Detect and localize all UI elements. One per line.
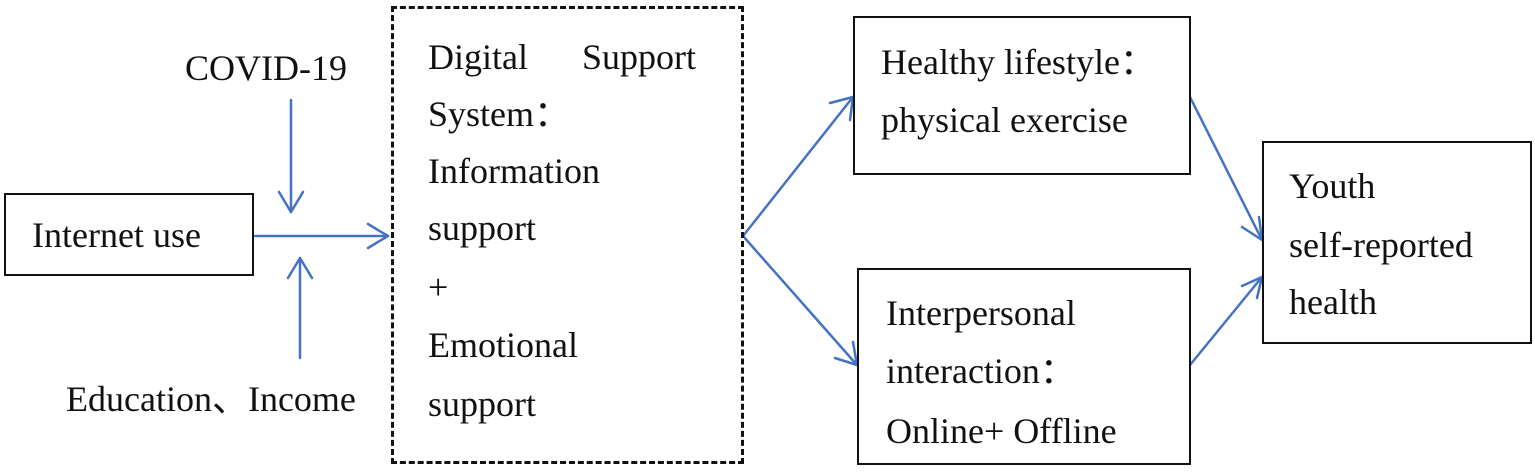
interpersonal-line-2: interaction： bbox=[886, 351, 1076, 391]
healthy-lifestyle-line-2: physical exercise bbox=[881, 100, 1128, 140]
youth-health-line-3: health bbox=[1289, 282, 1377, 322]
digital-support-line-3: Information bbox=[428, 151, 600, 191]
digital-support-line-6: Emotional bbox=[428, 325, 578, 365]
interpersonal-box: Interpersonal interaction： Online+ Offli… bbox=[857, 268, 1191, 465]
digital-support-line-2: System： bbox=[428, 94, 571, 134]
internet-use-label: Internet use bbox=[32, 215, 201, 255]
youth-health-line-2: self-reported bbox=[1289, 225, 1473, 265]
education-income-label: Education、Income bbox=[66, 379, 356, 419]
arrowhead-internet-to-support bbox=[366, 222, 390, 250]
youth-health-line-1: Youth bbox=[1289, 166, 1376, 206]
covid-label: COVID-19 bbox=[185, 48, 347, 88]
digital-support-line-5: + bbox=[428, 267, 449, 307]
youth-health-box: Youth self-reported health bbox=[1262, 141, 1532, 344]
healthy-lifestyle-line-1: Healthy lifestyle： bbox=[881, 42, 1156, 82]
digital-support-box: Digital Support System： Information supp… bbox=[391, 6, 744, 464]
internet-use-box: Internet use bbox=[4, 193, 254, 276]
healthy-lifestyle-box: Healthy lifestyle： physical exercise bbox=[853, 16, 1191, 175]
interpersonal-line-3: Online+ Offline bbox=[886, 411, 1117, 451]
arrow-interpersonal-to-health bbox=[1188, 275, 1264, 367]
arrow-lifestyle-to-health bbox=[1188, 95, 1264, 242]
digital-support-line-7: support bbox=[428, 384, 536, 424]
arrowhead-covid-moderator bbox=[277, 190, 305, 214]
interpersonal-line-1: Interpersonal bbox=[886, 293, 1076, 333]
digital-support-line-1: Digital Support bbox=[428, 37, 696, 77]
digital-support-line-4: support bbox=[428, 208, 536, 248]
arrow-support-to-lifestyle bbox=[741, 95, 855, 238]
arrow-support-to-interpersonal bbox=[741, 234, 859, 367]
arrowhead-education-moderator bbox=[286, 256, 314, 280]
